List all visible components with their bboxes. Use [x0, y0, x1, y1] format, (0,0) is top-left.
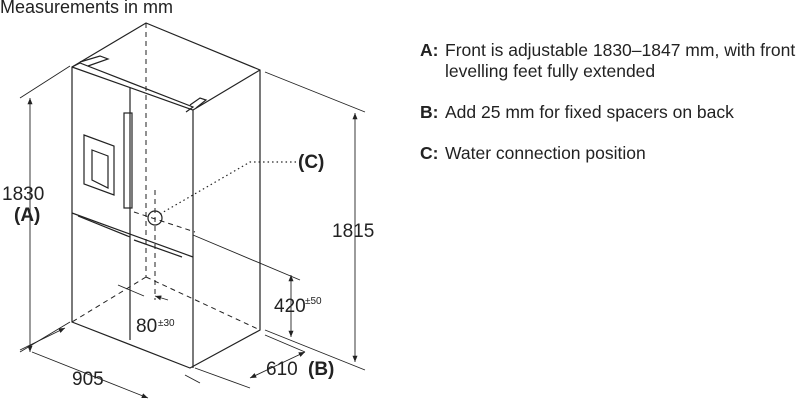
- dim-610: 610: [266, 359, 298, 380]
- dim-420-tol: ±50: [305, 296, 322, 307]
- dim-905: 905: [72, 369, 104, 390]
- dim-80: 80: [136, 316, 157, 337]
- note-text: Add 25 mm for fixed spacers on back: [445, 102, 734, 122]
- offset-80-dimension: [117, 284, 169, 300]
- fridge-front-edge: [71, 66, 261, 368]
- dim-610-ref: (B): [308, 359, 334, 380]
- dim-1815: 1815: [332, 221, 374, 242]
- dim-1830: 1830: [2, 184, 44, 205]
- water-dispenser: [83, 134, 115, 196]
- note-text: Front is adjustable 1830–1847 mm, with f…: [445, 40, 796, 81]
- diagram-title: Measurements in mm: [0, 0, 174, 17]
- depth-610-dimension: [249, 351, 306, 379]
- note-key: B:: [420, 102, 439, 122]
- note-a: A: Front is adjustable 1830–1847 mm, with…: [420, 40, 800, 82]
- note-c: C: Water connection position: [420, 143, 800, 164]
- width-905-dimension: [19, 328, 201, 398]
- door-handle: [123, 112, 133, 209]
- dim-420: 420: [274, 296, 306, 317]
- dim-1830-ref: (A): [14, 205, 40, 226]
- water-connection-leader: [159, 161, 296, 215]
- note-key: A:: [420, 40, 439, 60]
- water-connection-marker: [147, 210, 163, 226]
- notes-list: A: Front is adjustable 1830–1847 mm, with…: [420, 40, 800, 184]
- water-connection-label: (C): [298, 152, 324, 173]
- drawer-line: [71, 212, 194, 258]
- note-b: B: Add 25 mm for fixed spacers on back: [420, 102, 800, 123]
- note-text: Water connection position: [445, 143, 646, 163]
- note-key: C:: [420, 143, 439, 163]
- dim-80-tol: ±30: [158, 318, 175, 329]
- fridge-outline: [71, 22, 261, 369]
